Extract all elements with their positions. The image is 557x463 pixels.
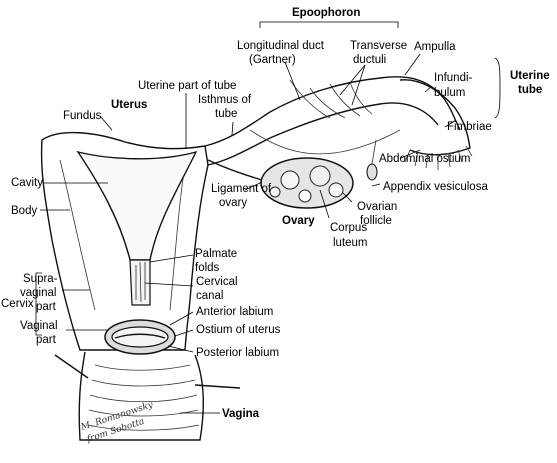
label-ligament-1: Ligament of [211,183,272,195]
label-ovary: Ovary [282,215,315,227]
label-infundibulum-1: Infundi- [434,72,473,84]
leader-lines [35,21,501,414]
label-anterior-labium: Anterior labium [196,306,273,318]
ovary-shape [260,157,354,209]
label-supravaginal-1: Supra- [23,273,58,285]
label-ampulla: Ampulla [414,41,456,53]
label-gartner: (Gartner) [249,54,296,66]
label-infundibulum-2: bulum [434,87,465,99]
label-vaginal-part-1: Vaginal [20,320,58,332]
label-transverse: Transverse [350,40,407,52]
label-posterior-labium: Posterior labium [196,347,279,359]
artist-signature: M. Romanowsky from Sobotta [79,400,155,445]
label-uterine-tube-1: Uterine [510,70,550,82]
label-uterine-tube-2: tube [518,84,542,96]
label-corpus-luteum-2: luteum [333,237,368,249]
label-palmate-2: folds [195,262,220,274]
label-cervix: Cervix [1,298,34,310]
label-appendix-vesiculosa: Appendix vesiculosa [383,181,488,193]
uterus-illustration: M. Romanowsky from Sobotta [40,76,473,445]
cavity-shape [76,150,198,261]
label-corpus-luteum-1: Corpus [330,222,367,234]
label-uterine-part-of-tube: Uterine part of tube [138,80,236,92]
label-abdominal-ostium: Abdominal ostium [379,153,470,165]
label-cervical-canal-1: Cervical [196,276,238,288]
label-body: Body [11,205,37,217]
label-ovarian-follicle-2: follicle [360,215,392,227]
label-ostium-of-uterus: Ostium of uterus [196,324,281,336]
label-uterus: Uterus [111,99,147,111]
labels: Epoophoron Longitudinal duct (Gartner) T… [1,7,550,420]
label-fundus: Fundus [63,110,102,122]
label-supravaginal-2: vaginal [20,287,56,299]
label-longitudinal-duct: Longitudinal duct [237,40,325,52]
label-fimbriae: Fimbriae [447,121,492,133]
label-cervical-canal-2: canal [196,290,224,302]
label-ligament-2: ovary [219,197,247,209]
label-supravaginal-3: part [36,301,57,313]
label-ovarian-follicle-1: Ovarian [357,201,397,213]
label-vagina: Vagina [222,408,260,420]
label-ductuli: ductuli [353,54,386,66]
label-cavity: Cavity [11,177,43,189]
label-isthmus-1: Isthmus of [198,94,252,106]
label-isthmus-2: tube [215,108,237,120]
label-vaginal-part-2: part [36,334,57,346]
label-epoophoron: Epoophoron [292,7,360,19]
label-palmate-1: Palmate [195,248,237,260]
